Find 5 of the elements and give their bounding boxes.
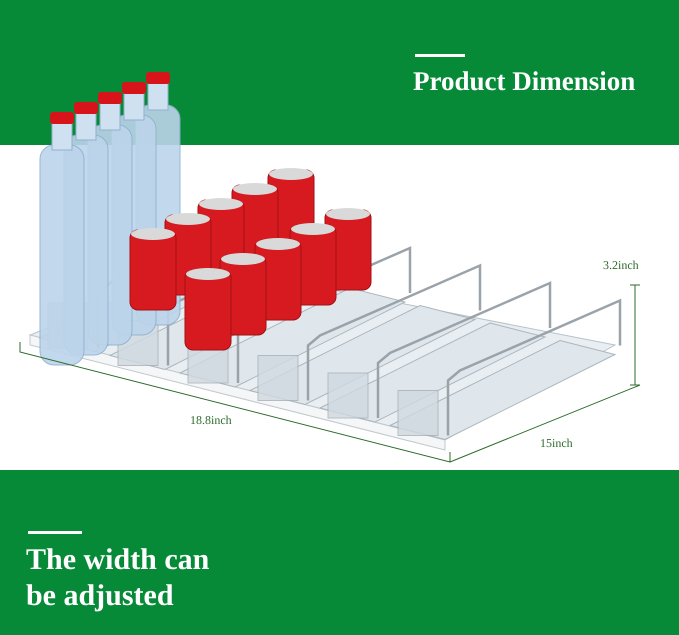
dimension-label: 15inch (540, 436, 573, 451)
heading: Product Dimension (413, 66, 636, 97)
dimension-label: 18.8inch (190, 413, 232, 428)
dimension-label: 3.2inch (603, 258, 639, 273)
caption: The width can be adjusted (26, 542, 210, 614)
